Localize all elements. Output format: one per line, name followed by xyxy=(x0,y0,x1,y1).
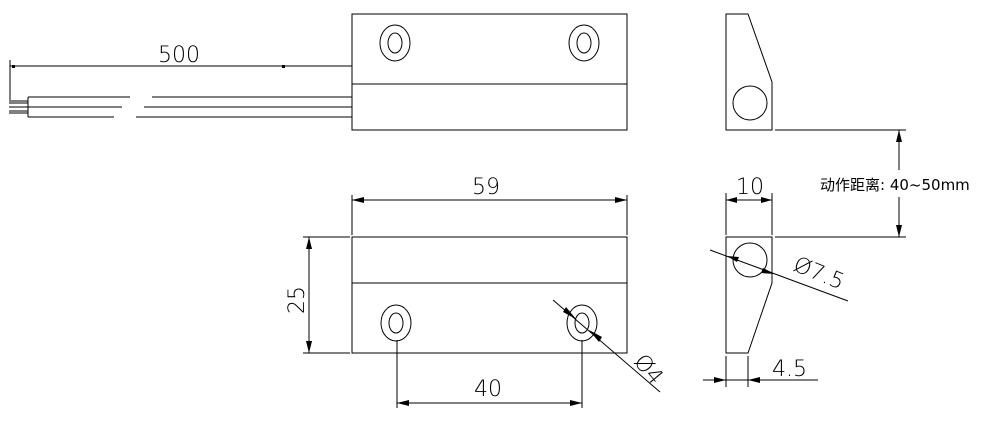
mount-hole-inner xyxy=(388,312,404,334)
mount-hole-outer xyxy=(566,304,598,342)
cable xyxy=(9,96,352,118)
dim-10: 10 xyxy=(725,175,773,235)
side-profile xyxy=(725,13,773,131)
mount-hole-outer xyxy=(568,24,600,62)
magnet-circle xyxy=(732,85,768,121)
width-label: 10 xyxy=(736,175,764,200)
mount-hole-inner xyxy=(574,312,590,334)
dim-500: 500 xyxy=(9,43,352,100)
magnet-diameter-label: Ø7.5 xyxy=(790,252,848,295)
front-view: 59 25 40 Ø4 xyxy=(285,175,668,408)
hole-diameter-label: Ø4 xyxy=(628,350,667,390)
body-length-label: 59 xyxy=(472,175,500,200)
side-profile xyxy=(725,236,773,354)
side-view-top xyxy=(725,13,906,131)
mount-hole-inner xyxy=(387,32,403,54)
body-outline xyxy=(351,13,628,131)
cable-length-label: 500 xyxy=(158,43,200,68)
magnet-circle xyxy=(732,242,768,278)
dim-59: 59 xyxy=(351,175,628,235)
dim-4-5: 4.5 xyxy=(703,356,818,387)
top-view: 500 xyxy=(9,13,628,131)
mount-hole-outer xyxy=(379,24,411,62)
hole-spacing-label: 40 xyxy=(474,377,502,402)
body-height-label: 25 xyxy=(285,286,310,314)
side-view-bottom: 10 Ø7.5 4.5 动作距离: 40~50mm xyxy=(703,130,970,387)
dim-magnet-diameter: Ø7.5 xyxy=(709,249,849,302)
dim-hole-diameter: Ø4 xyxy=(552,299,668,393)
dim-40: 40 xyxy=(396,340,583,408)
mount-hole-outer xyxy=(380,304,412,342)
bottom-width-label: 4.5 xyxy=(772,357,807,382)
dim-25: 25 xyxy=(285,236,350,354)
body-outline xyxy=(351,236,628,354)
mount-hole-inner xyxy=(576,32,592,54)
dim-activation-distance: 动作距离: 40~50mm xyxy=(820,130,970,237)
activation-distance-note: 动作距离: 40~50mm xyxy=(820,176,970,194)
